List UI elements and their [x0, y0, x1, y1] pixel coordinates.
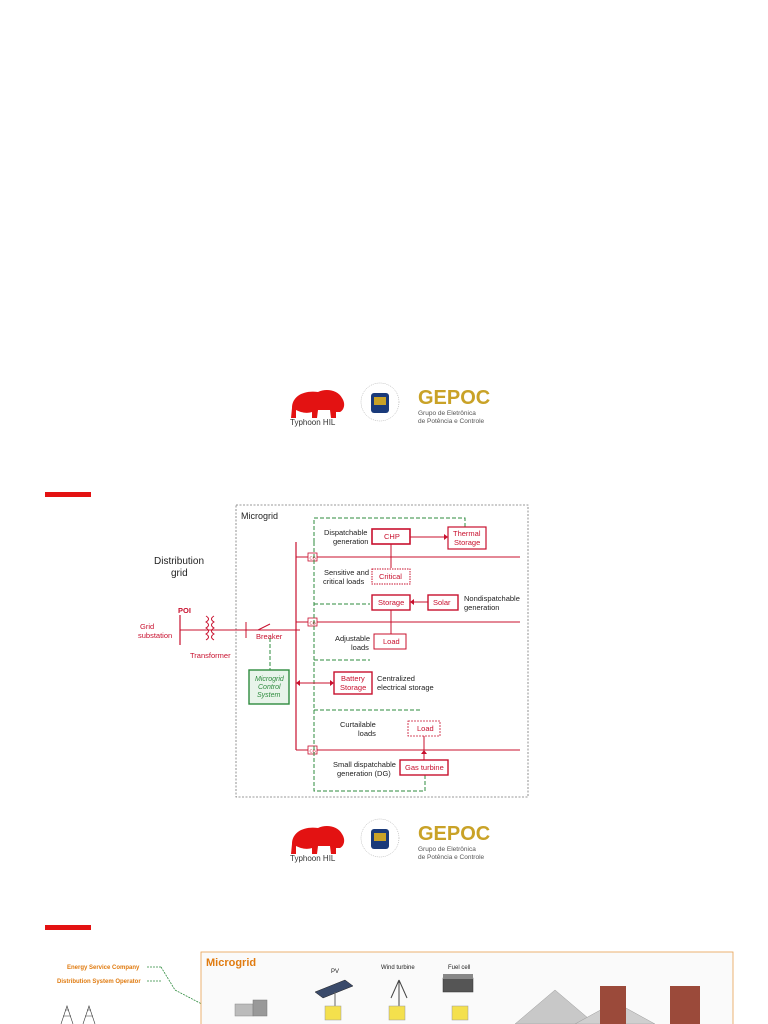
cb-marker-1: CB [307, 552, 318, 562]
microgrid-boundary [235, 504, 529, 798]
grid-substation-label-2: substation [138, 631, 172, 640]
microgrid-illustration: Energy Service Company Distribution Syst… [57, 951, 734, 1024]
svg-text:Grupo de Eletrônica: Grupo de Eletrônica [418, 846, 476, 853]
svg-text:Typhoon HIL: Typhoon HIL [290, 854, 336, 863]
svg-text:CB: CB [310, 556, 316, 561]
fuel-cell-label: Fuel cell [448, 965, 470, 971]
energy-service-label: Energy Service Company [67, 965, 140, 971]
wind-turbine-label: Wind turbine [381, 965, 415, 971]
svg-text:Storage: Storage [340, 683, 366, 692]
sensitive-label-1: Sensitive and [324, 568, 369, 577]
svg-text:CB: CB [310, 749, 316, 754]
nondispatchable-label-2: generation [464, 603, 499, 612]
svg-text:Battery: Battery [341, 674, 365, 683]
microgrid-control-system: Microgrid Control System [248, 669, 290, 705]
adjustable-label-1: Adjustable [335, 634, 370, 643]
battery-storage-box: Battery Storage [333, 671, 373, 695]
pv-panel-icon [314, 979, 354, 999]
gepoc-logo-2: GEPOC Grupo de Eletrônica de Potência e … [418, 823, 490, 861]
thermal-storage-box: Thermal Storage [447, 526, 487, 550]
logo-row-bottom: Typhoon HIL GEPOC Grupo de Eletrônica de… [290, 818, 490, 863]
curtailable-load-box: Load [407, 720, 441, 737]
svg-text:Storage: Storage [378, 598, 404, 607]
critical-box: Critical [371, 568, 411, 585]
elephant-icon [291, 390, 345, 418]
cb-marker-3: CB [307, 745, 318, 755]
svg-text:Gas turbine: Gas turbine [405, 763, 444, 772]
gepoc-sub1: Grupo de Eletrônica [418, 410, 476, 417]
typhoon-hil-label: Typhoon HIL [290, 418, 336, 427]
svg-text:Solar: Solar [433, 598, 451, 607]
distribution-label-1: Distribution [154, 556, 204, 567]
curtailable-label-2: loads [358, 729, 376, 738]
control-links [269, 517, 466, 792]
gepoc-sub2: de Potência e Controle [418, 418, 485, 425]
gepoc-logo: GEPOC Grupo de Eletrônica de Potência e … [418, 387, 490, 425]
chp-box: CHP [371, 528, 411, 545]
adjustable-label-2: loads [351, 643, 369, 652]
storage-box: Storage [371, 594, 411, 611]
elephant-icon [291, 826, 345, 854]
svg-text:Thermal: Thermal [453, 529, 481, 538]
svg-text:Load: Load [383, 637, 400, 646]
dispatchable-label-1: Dispatchable [324, 528, 367, 537]
gepoc-title: GEPOC [418, 387, 490, 409]
transformer-label: Transformer [190, 651, 231, 660]
mcs-label-2: Control [258, 684, 281, 691]
section-accent-bar-2 [45, 925, 91, 930]
small-dg-label-1: Small dispatchable [333, 760, 396, 769]
distribution-label-2: grid [171, 568, 188, 579]
centralized-label-2: electrical storage [377, 683, 434, 692]
microgrid-title-2: Microgrid [206, 957, 256, 969]
converter-icons [324, 1005, 469, 1021]
sensitive-label-2: critical loads [323, 577, 365, 586]
grid-substation-label-1: Grid [140, 622, 154, 631]
mcs-label-3: System [257, 692, 281, 699]
ufsm-seal [360, 382, 400, 422]
fuel-cell-icon [442, 974, 474, 993]
curtailable-label-1: Curtailable [340, 720, 376, 729]
nondispatchable-label-1: Nondispatchable [464, 594, 520, 603]
gas-turbine-box: Gas turbine [399, 759, 449, 776]
svg-text:Load: Load [417, 724, 434, 733]
controller-icon [234, 999, 268, 1017]
wind-turbine-icon [390, 979, 408, 1008]
centralized-label-1: Centralized [377, 674, 415, 683]
svg-text:Storage: Storage [454, 538, 480, 547]
svg-text:Critical: Critical [379, 572, 402, 581]
section-accent-bar [45, 492, 91, 497]
svg-text:CB: CB [310, 621, 316, 626]
microgrid-diagram: Microgrid Distribution grid Grid substat… [138, 504, 529, 798]
small-dg-label-2: generation (DG) [337, 769, 391, 778]
logo-row-top: Typhoon HIL GEPOC Grupo de Eletrônica de… [290, 382, 490, 427]
svg-text:CHP: CHP [384, 532, 400, 541]
solar-box: Solar [427, 594, 459, 611]
svg-text:GEPOC: GEPOC [418, 823, 490, 845]
pv-label: PV [331, 969, 339, 975]
poi-label: POI [178, 606, 191, 615]
buildings-icon [514, 986, 700, 1024]
ufsm-seal-2 [360, 818, 400, 858]
typhoon-hil-logo-2: Typhoon HIL [290, 826, 345, 863]
dso-label: Distribution System Operator [57, 979, 141, 985]
mcs-label-1: Microgrid [255, 676, 285, 683]
transformer-symbol [205, 615, 215, 641]
transmission-tower-icon [60, 1005, 96, 1024]
dispatchable-label-2: generation [333, 537, 368, 546]
svg-text:de Potência e Controle: de Potência e Controle [418, 854, 485, 861]
cb-marker-2: CB [307, 617, 318, 627]
adjustable-load-box: Load [373, 633, 407, 650]
typhoon-hil-logo: Typhoon HIL [290, 390, 345, 427]
microgrid-title: Microgrid [241, 511, 278, 521]
breaker-label: Breaker [256, 632, 283, 641]
